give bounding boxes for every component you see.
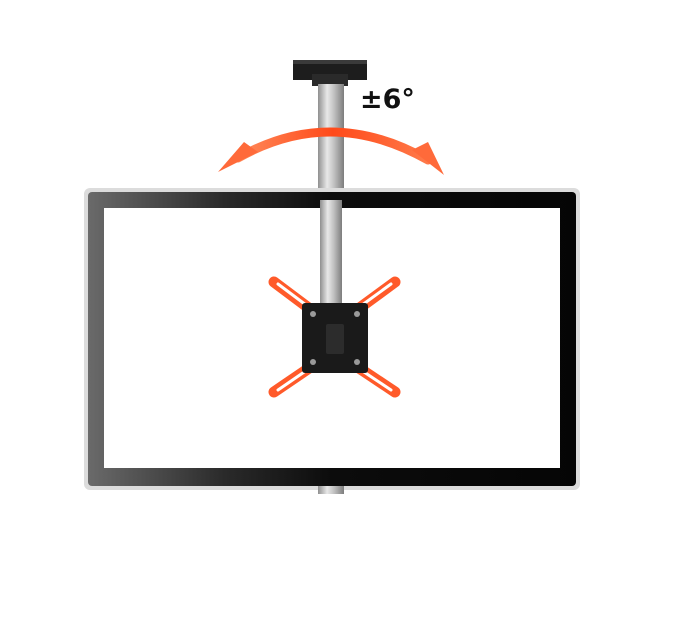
vesa-mount-plate	[302, 303, 368, 373]
curved-double-arrow-icon	[218, 127, 444, 175]
mount-pole-bottom	[318, 486, 344, 494]
ceiling-plate	[293, 60, 367, 86]
tilt-angle-label: ±6°	[360, 84, 415, 115]
mount-pole-behind-screen	[320, 200, 342, 310]
